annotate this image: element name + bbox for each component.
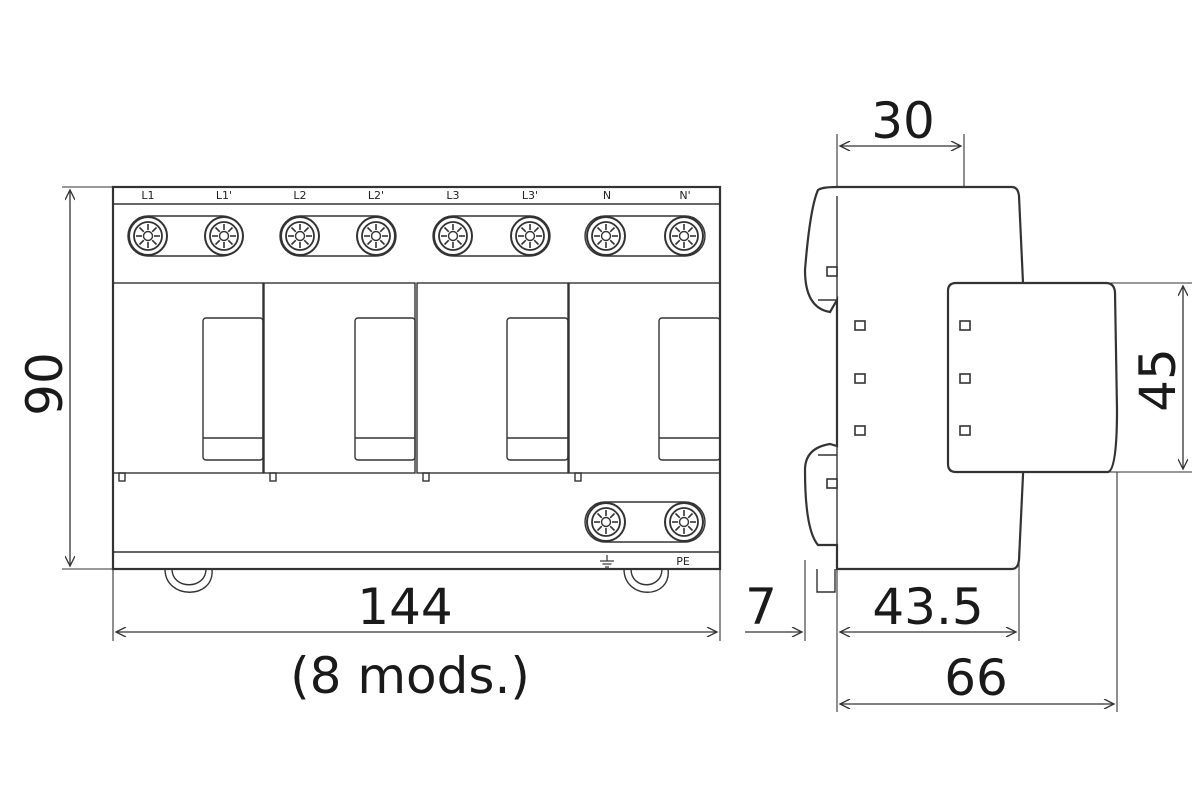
screw-terminal-icon [664,216,704,256]
dim-depth-top-label: 30 [871,92,935,150]
screw-terminal-icon [280,216,320,256]
screw-terminal-icon [128,216,168,256]
screw-terminal-icon [664,502,704,542]
dim-depth-mid-label: 43.5 [872,578,983,636]
screw-terminal-icon [356,216,396,256]
dim-width-label: 144 [357,578,452,636]
protection-modules [112,282,721,482]
terminal-block-pe [584,501,706,543]
terminal-label-np: N' [679,189,690,202]
terminal-block-top [127,215,706,257]
dim-width-note: (8 mods.) [290,647,530,705]
front-dimensions: 90 144 (8 mods.) [16,186,721,705]
module-3 [416,282,569,482]
rail-clip-left [164,568,213,593]
terminal-label-l2: L2 [293,189,306,202]
terminal-label-n: N [603,189,611,202]
dim-module-height-label: 45 [1129,348,1187,412]
screw-terminal-icon [510,216,550,256]
dim-height-label: 90 [16,352,74,416]
terminal-label-l1p: L1' [216,189,232,202]
screw-terminal-icon [586,216,626,256]
screw-terminal-icon [586,502,626,542]
terminal-label-l3: L3 [446,189,459,202]
latch-marks [826,266,971,489]
dim-rail-offset-label: 7 [745,578,777,636]
screw-terminal-icon [204,216,244,256]
side-view [803,185,1119,593]
terminal-label-l1: L1 [141,189,154,202]
module-2 [263,282,416,482]
side-dimensions: 30 45 7 43.5 66 [745,92,1192,712]
side-module [946,281,1119,474]
front-view: L1 L1' L2 L2' L3 L3' N N' [111,185,722,593]
terminal-label-l2p: L2' [368,189,384,202]
dim-depth-total-label: 66 [944,649,1008,707]
terminal-labels: L1 L1' L2 L2' L3 L3' N N' [141,189,690,202]
terminal-label-l3p: L3' [522,189,538,202]
screw-terminal-icon [433,216,473,256]
terminal-label-pe: PE [676,555,690,568]
module-4 [568,282,721,482]
ground-icon [600,555,614,568]
module-1 [112,282,264,482]
rail-foot [816,569,836,593]
rail-clip-right [623,568,669,593]
